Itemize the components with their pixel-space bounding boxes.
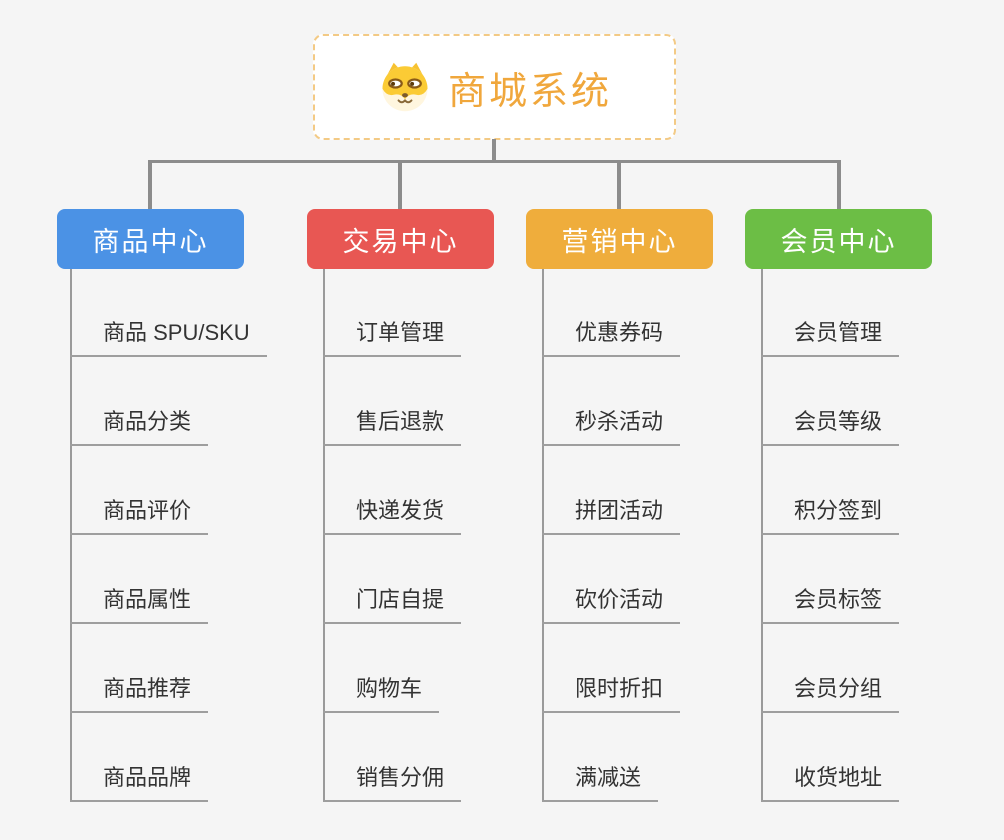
leaf-node[interactable]: 会员分组 — [761, 673, 900, 713]
branch-line-trade — [323, 269, 325, 802]
root-title: 商城系统 — [447, 70, 612, 113]
leaf-node[interactable]: 订单管理 — [323, 317, 462, 357]
leaf-node[interactable]: 销售分佣 — [323, 762, 462, 802]
branch-node-product[interactable]: 商品中心 — [57, 209, 244, 269]
leaf-node[interactable]: 会员标签 — [761, 584, 900, 624]
leaf-node[interactable]: 商品分类 — [70, 406, 209, 446]
leaf-node[interactable]: 门店自提 — [323, 584, 462, 624]
leaf-node[interactable]: 商品评价 — [70, 495, 209, 535]
leaf-node[interactable]: 快递发货 — [323, 495, 462, 535]
leaf-node[interactable]: 会员管理 — [761, 317, 900, 357]
leaf-node[interactable]: 砍价活动 — [542, 584, 681, 624]
connector-drop-1 — [148, 161, 152, 210]
dog-face-icon — [382, 62, 428, 112]
leaf-node[interactable]: 收货地址 — [761, 762, 900, 802]
leaf-node[interactable]: 秒杀活动 — [542, 406, 681, 446]
leaf-node[interactable]: 售后退款 — [323, 406, 462, 446]
connector-root-drop — [492, 139, 496, 162]
leaf-node[interactable]: 优惠券码 — [542, 317, 681, 357]
leaf-node[interactable]: 购物车 — [323, 673, 440, 713]
branch-node-trade[interactable]: 交易中心 — [307, 209, 494, 269]
leaf-node[interactable]: 商品属性 — [70, 584, 209, 624]
leaf-node[interactable]: 商品品牌 — [70, 762, 209, 802]
leaf-node[interactable]: 满减送 — [542, 762, 659, 802]
leaf-node[interactable]: 限时折扣 — [542, 673, 681, 713]
root-node[interactable]: 商城系统 — [313, 34, 676, 140]
leaf-node[interactable]: 商品 SPU/SKU — [70, 317, 267, 357]
branch-node-member[interactable]: 会员中心 — [745, 209, 932, 269]
branch-node-marketing[interactable]: 营销中心 — [526, 209, 713, 269]
leaf-node[interactable]: 积分签到 — [761, 495, 900, 535]
leaf-node[interactable]: 会员等级 — [761, 406, 900, 446]
branch-line-product — [70, 269, 72, 802]
branch-line-member — [761, 269, 763, 802]
leaf-node[interactable]: 商品推荐 — [70, 673, 209, 713]
connector-drop-2 — [398, 161, 402, 210]
leaf-node[interactable]: 拼团活动 — [542, 495, 681, 535]
connector-horizontal — [148, 160, 841, 163]
branch-line-marketing — [542, 269, 544, 802]
connector-drop-4 — [837, 161, 841, 210]
connector-drop-3 — [617, 161, 621, 210]
